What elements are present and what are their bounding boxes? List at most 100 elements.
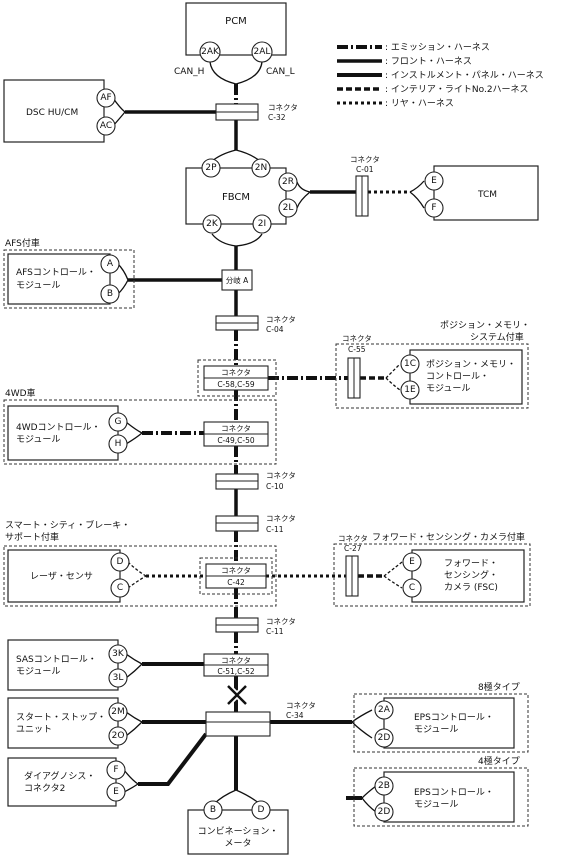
smart-dashed-frame <box>3 545 277 607</box>
diag-pin-f <box>106 760 126 780</box>
connector-c58-c59: コネクタ C-58,C-59 <box>197 359 277 397</box>
connector-c49-caption: コネクタ <box>221 424 251 433</box>
tcm-pin-e <box>424 171 444 191</box>
dsc-pin-af <box>96 88 116 108</box>
tcm-name: TCM <box>477 190 497 200</box>
can-h-label: CAN_H <box>174 67 204 77</box>
fbcm-pin-2n <box>251 158 271 178</box>
combi-pin-b <box>203 800 223 820</box>
pcm-twist-wire <box>209 61 263 85</box>
fbcm-pin-2k <box>202 214 222 234</box>
fbcm-right-twist <box>296 181 311 209</box>
camera-group: フォワード・センシング・カメラ付車 フォワード・ センシング・ カメラ (FSC… <box>333 531 531 607</box>
fwd4-pin-g-label: G <box>115 417 122 427</box>
wire-diag-c34 <box>138 732 208 786</box>
position-twist <box>385 363 401 391</box>
connector-c55-id: C-55 <box>348 345 366 354</box>
eps8-name-line1: EPSコントロール・ <box>414 713 494 723</box>
sas-pin-3k-label: 3K <box>112 649 125 659</box>
eps4-twist <box>361 785 377 813</box>
camera-pin-c-label: C <box>409 583 415 593</box>
camera-name-line1: フォワード・ <box>444 559 498 569</box>
connector-c58-frame <box>197 359 277 397</box>
camera-pin-e-label: E <box>409 557 415 567</box>
position-box <box>409 349 523 405</box>
fbcm-pin-2l-label: 2L <box>283 203 294 213</box>
dsc-box <box>3 79 105 143</box>
laser-box <box>7 549 121 603</box>
connector-c04-caption: コネクタ <box>266 315 296 324</box>
connector-c34: コネクタ C-34 <box>205 701 316 737</box>
afs-box <box>7 253 111 305</box>
connector-c51-c52: コネクタ C-51,C-52 <box>203 653 269 677</box>
laser-pin-c-label: C <box>117 583 123 593</box>
connector-c11-lower-caption: コネクタ <box>266 617 296 626</box>
afs-pin-a-label: A <box>107 259 114 269</box>
sas-pin-3l <box>108 668 128 688</box>
fbcm-module: FBCM 2P 2N 2R 2L 2K 2I <box>185 158 298 234</box>
smart-group-line2: サポート付車 <box>5 531 59 543</box>
combi-pin-d-label: D <box>258 805 265 815</box>
connector-c11-upper-caption: コネクタ <box>266 514 296 523</box>
fwd4-dashed-frame <box>3 399 277 465</box>
pcm-name: PCM <box>225 16 247 27</box>
pcm-pin-2al <box>251 41 273 63</box>
combi-name-line2: メータ <box>224 838 251 849</box>
dsc-pin-ac <box>96 116 116 136</box>
camera-twist <box>383 561 403 589</box>
position-dashed-frame <box>335 343 529 409</box>
fwd4-name-line2: モジュール <box>16 435 60 445</box>
startstop-pin-2m <box>108 702 128 722</box>
fwd4-group: 4WD車 4WDコントロール・ モジュール G H <box>3 387 277 465</box>
combi-meter-module: コンビネーション・ メータ B D <box>187 800 289 855</box>
connector-c27-id: C-27 <box>344 544 362 553</box>
position-pin-1c <box>400 354 420 374</box>
connector-c42-id: C-42 <box>227 578 245 587</box>
fbcm-pin-2n-label: 2N <box>255 163 267 173</box>
sas-name-line1: SASコントロール・ <box>16 655 97 665</box>
fbcm-pin-2r <box>278 172 298 192</box>
fwd4-twist <box>125 421 143 445</box>
eps4-name-line1: EPSコントロール・ <box>414 788 494 798</box>
fbcm-pin-2p-label: 2P <box>205 163 217 173</box>
tcm-box <box>433 165 539 221</box>
sas-pin-3k <box>108 644 128 664</box>
connector-c58-id: C-58,C-59 <box>217 380 255 389</box>
fwd4-group-label: 4WD車 <box>5 387 36 399</box>
connector-c49-c50: コネクタ C-49,C-50 <box>203 421 269 447</box>
pcm-pin-2al-label: 2AL <box>254 47 271 57</box>
sas-twist <box>125 653 143 679</box>
afs-pin-b <box>100 284 120 304</box>
legend: : エミッション・ハーネス : フロント・ハーネス : インストルメント・パネル… <box>337 42 544 109</box>
branch-a-label: 分岐 A <box>226 275 249 285</box>
eps4-pin-2b-label: 2B <box>378 781 390 791</box>
eps4-name-line2: モジュール <box>414 800 458 810</box>
legend-label-front: : フロント・ハーネス <box>385 56 472 67</box>
tcm-pin-f <box>424 198 444 218</box>
dsc-pin-ac-label: AC <box>100 121 112 131</box>
combi-pin-b-label: B <box>210 805 216 815</box>
eps8-pin-2a-label: 2A <box>378 705 391 715</box>
connector-c04-id: C-04 <box>266 325 284 334</box>
eps8-pin-2a <box>374 700 394 720</box>
diag-name-line2: コネクタ2 <box>24 783 65 794</box>
connector-c11-lower-id: C-11 <box>266 627 284 636</box>
fbcm-pin-2i <box>252 214 272 234</box>
eps8-group: 8極タイプ EPSコントロール・ モジュール 2A 2D <box>353 681 529 753</box>
connector-c42: コネクタ C-42 <box>199 557 273 595</box>
connector-c01: コネクタ C-01 <box>350 155 380 217</box>
startstop-twist <box>125 711 143 737</box>
laser-twist <box>127 561 147 589</box>
diag-box <box>7 757 117 807</box>
fbcm-pin-2p <box>201 158 221 178</box>
fbcm-pin-2l <box>278 198 298 218</box>
eps8-group-label: 8極タイプ <box>478 681 520 693</box>
connector-c01-caption: コネクタ <box>350 155 380 164</box>
position-group-line1: ポジション・メモリ・ <box>440 320 530 331</box>
fwd4-name-line1: 4WDコントロール・ <box>16 423 101 433</box>
camera-name-line2: センシング・ <box>444 569 498 581</box>
startstop-module: スタート・ストップ・ ユニット 2M 2O <box>7 697 128 749</box>
pcm-module: PCM 2AK 2AL CAN_H CAN_L <box>174 2 295 77</box>
connector-c34-id: C-34 <box>286 711 304 720</box>
connector-c58-caption: コネクタ <box>221 368 251 377</box>
